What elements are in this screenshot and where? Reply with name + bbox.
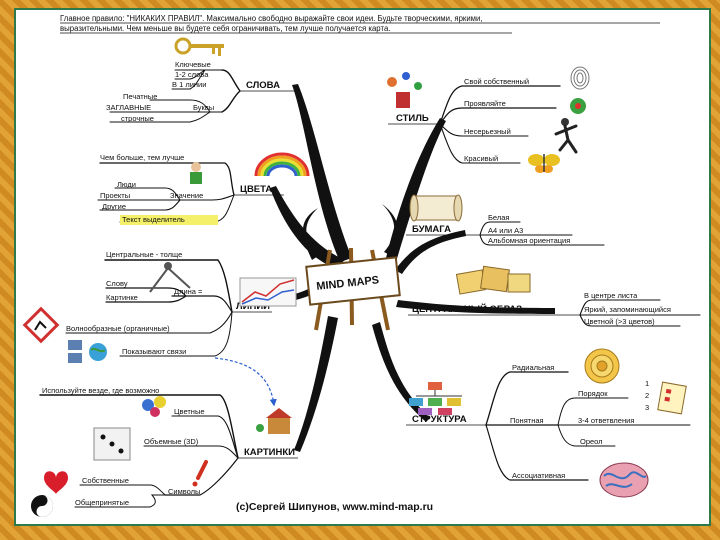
bumaga-title: БУМАГА (412, 224, 451, 235)
branch-kartinki (294, 316, 338, 452)
linii-group: ЛИНИИ Центральные - толще Слову Картинке… (22, 250, 297, 363)
struktura-group: СТРУКТУРА Радиальная Порядок Понятная 3-… (406, 348, 691, 498)
bumaga-item-0: Белая (488, 213, 509, 222)
branch-bumaga (395, 230, 466, 274)
order-number-2: 2 (645, 391, 649, 400)
tsveta-group: ЦВЕТА Чем больше, тем лучше Люди Проекты… (97, 152, 310, 225)
obraz-item-2: Цветной (>3 цветов) (584, 317, 655, 326)
central-easel: MIND MAPS (305, 247, 401, 331)
road-sign-icon (22, 306, 60, 344)
link-arrow (214, 357, 277, 407)
order-number-1: 1 (645, 379, 649, 388)
map-pieces-icon (455, 265, 531, 295)
exclamation-icon (192, 460, 208, 487)
org-chart-icon (409, 382, 462, 415)
bumaga-item-2: Альбомная ориентация (488, 236, 570, 245)
footer-credit: (c)Сергей Шипунов, www.mind-map.ru (236, 501, 433, 513)
kartinki-item-4: Общепринятые (75, 498, 129, 507)
struktura-item-3: 3-4 ответвления (578, 416, 634, 425)
order-number-3: 3 (645, 403, 649, 412)
kartinki-title: КАРТИНКИ (244, 447, 295, 458)
tsveta-item-5: Текст выделитель (122, 215, 185, 224)
butterfly-icon (528, 154, 560, 173)
slova-item-3: Печатные (123, 92, 157, 101)
header-line-2: выразительными. Чем меньше вы будете себ… (60, 24, 390, 33)
kartinki-item-3: Собственные (82, 476, 129, 485)
tsveta-item-1: Люди (117, 180, 136, 189)
linii-item-3: Длина = (174, 287, 203, 296)
branch-stil (385, 118, 446, 265)
bumaga-group: БУМАГА Белая А4 или А3 Альбомная ориента… (406, 194, 605, 246)
paint-splash-icon (142, 396, 166, 417)
yin-yang-icon (31, 495, 53, 517)
struktura-item-1: Порядок (578, 389, 608, 398)
branch-flourish-right (382, 204, 399, 255)
brain-icon (599, 462, 649, 498)
checklist-icon (657, 381, 687, 415)
obraz-title: ЦЕНТРАЛЬНЫЙ ОБРАЗ (412, 303, 522, 315)
tsveta-title: ЦВЕТА (240, 184, 272, 195)
slova-item-1: 1-2 слова (175, 70, 209, 79)
slova-item-0: Ключевые (175, 60, 211, 69)
linii-item-1: Слову (106, 279, 128, 288)
slova-item-2: В 1 линии (172, 80, 206, 89)
tsveta-item-3: Другие (102, 202, 126, 211)
heart-icon (44, 471, 68, 494)
obraz-item-0: В центре листа (584, 291, 638, 300)
kartinki-item-2: Объемные (3D) (144, 437, 199, 446)
slova-item-4: ЗАГЛАВНЫЕ (106, 103, 151, 112)
slova-title: СЛОВА (246, 80, 280, 91)
struktura-item-4: Ореол (580, 437, 603, 446)
key-icon (174, 37, 224, 56)
linii-item-0: Центральные - толще (106, 250, 182, 259)
branch-tsveta (270, 186, 345, 268)
obraz-item-1: Яркий, запоминающийся (584, 305, 671, 314)
juggler-icon (387, 72, 422, 108)
linii-item-4: Волнообразные (органичные) (66, 324, 170, 333)
compass-icon (149, 262, 191, 293)
stil-item-2: Несерьезный (464, 127, 511, 136)
house-icon (256, 408, 292, 434)
kartinki-item-0: Используйте везде, где возможно (42, 386, 159, 395)
network-icon (68, 340, 107, 363)
linii-item-2: Картинке (106, 293, 138, 302)
dice-icon (93, 427, 131, 461)
stil-item-3: Красивый (464, 154, 498, 163)
kartinki-item-5: Символы (168, 487, 200, 496)
rainbow-icon (254, 152, 310, 177)
linii-item-5: Показывают связи (122, 347, 186, 356)
kartinki-item-1: Цветные (174, 407, 205, 416)
kartinki-group: КАРТИНКИ Используйте везде, где возможно… (31, 386, 298, 517)
stil-group: СТИЛЬ Свой собственный Проявляйте Несерь… (387, 66, 590, 173)
radial-icon (584, 348, 620, 384)
chart-icon (239, 277, 297, 307)
flower-icon (570, 98, 586, 114)
branch-obraz (396, 300, 555, 314)
fingerprint-icon (570, 66, 590, 90)
tsveta-item-0: Чем больше, тем лучше (100, 153, 184, 162)
struktura-item-0: Радиальная (512, 363, 554, 372)
struktura-title: СТРУКТУРА (412, 414, 467, 425)
branch-flourish-left (302, 208, 318, 260)
running-man-icon (554, 118, 578, 154)
obraz-group: ЦЕНТРАЛЬНЫЙ ОБРАЗ В центре листа Яркий, … (408, 265, 701, 327)
tsveta-item-4: Значение (170, 191, 203, 200)
struktura-item-2: Понятная (510, 416, 544, 425)
tsveta-item-2: Проекты (100, 191, 130, 200)
slova-group: СЛОВА Ключевые 1-2 слова В 1 линии Печат… (106, 37, 296, 123)
branch-slova (292, 84, 352, 262)
stil-title: СТИЛЬ (396, 113, 429, 124)
stil-item-0: Свой собственный (464, 77, 529, 86)
header-line-1: Главное правило: "НИКАКИХ ПРАВИЛ". Макси… (60, 14, 483, 23)
bumaga-item-1: А4 или А3 (488, 226, 523, 235)
slova-item-6: строчные (121, 114, 154, 123)
person-icon (190, 162, 202, 184)
scroll-icon (409, 194, 463, 222)
slova-item-5: Буквы (193, 103, 214, 112)
struktura-item-5: Ассоциативная (512, 471, 565, 480)
highlighter-mark (120, 215, 218, 225)
branch-struktura (372, 322, 430, 422)
stil-item-1: Проявляйте (464, 99, 506, 108)
